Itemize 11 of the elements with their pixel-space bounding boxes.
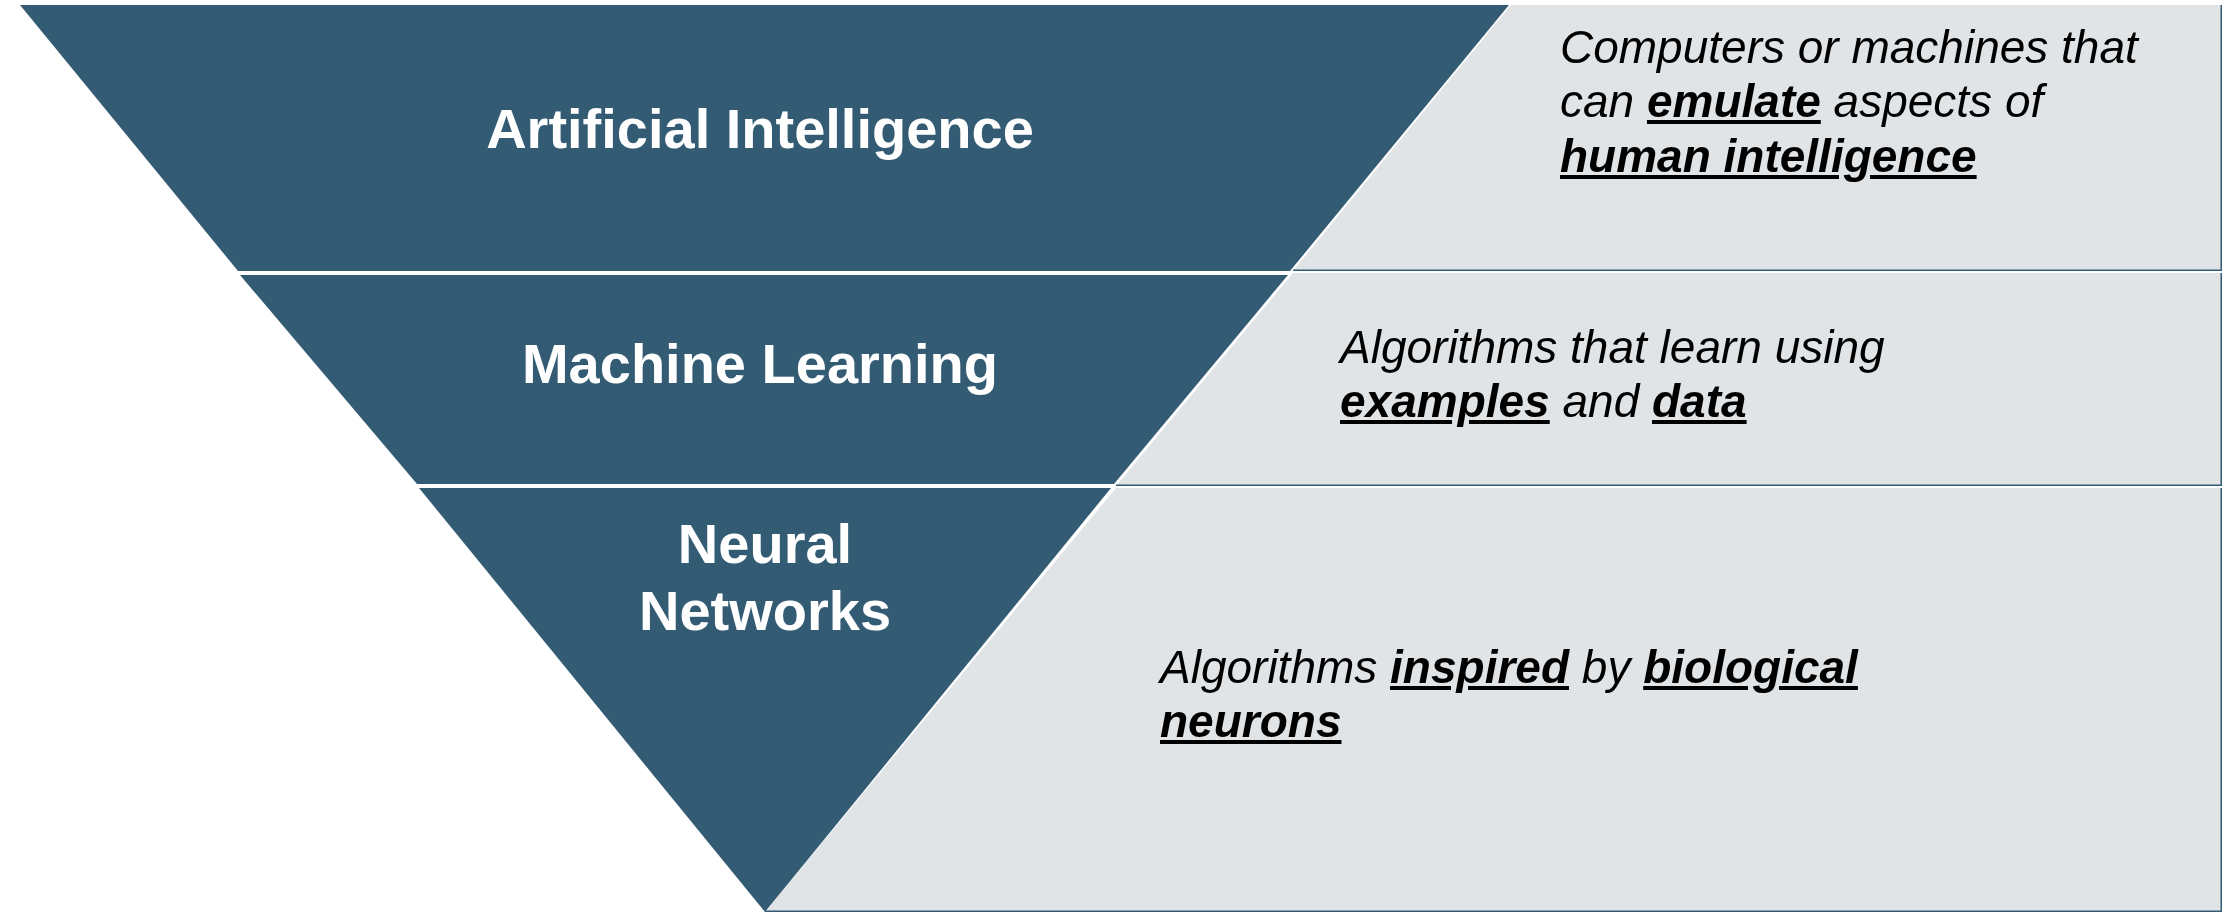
- band-title: Machine Learning: [520, 331, 1000, 397]
- description-panel: [1116, 273, 2222, 486]
- triangle-band: [240, 275, 1288, 484]
- description-text: Algorithms inspired by biological neurons: [1160, 640, 1860, 749]
- band-title: Artificial Intelligence: [485, 96, 1035, 162]
- description-panel: [1293, 5, 2222, 271]
- band-title: Neural Networks: [637, 511, 893, 645]
- description-text: Computers or machines that can emulate aspects of human intelligence: [1560, 20, 2141, 183]
- description-text: Algorithms that learn using examples and data: [1340, 320, 1886, 429]
- triangle-band: [419, 488, 1111, 912]
- triangle-band: [20, 5, 1509, 271]
